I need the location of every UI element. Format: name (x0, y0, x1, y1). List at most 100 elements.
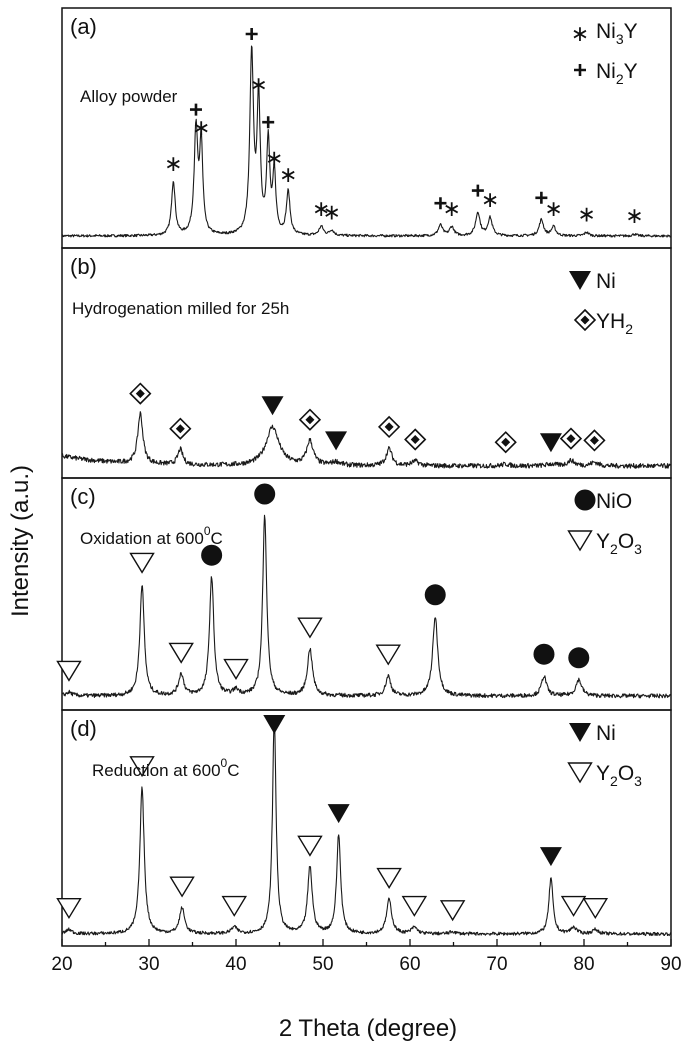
peak-marker: ∗ (312, 196, 330, 221)
xrd-trace (61, 719, 672, 937)
svg-text:∗: ∗ (443, 196, 461, 221)
legend-entry: Ni (596, 270, 616, 293)
peak-marker (471, 184, 484, 197)
peak-marker (56, 898, 82, 920)
legend-entry: Ni (596, 722, 616, 745)
sample-label: Reduction at 6000C (92, 756, 240, 780)
sample-label: Oxidation at 6000C (80, 524, 223, 548)
peak-marker (254, 483, 276, 505)
peak-marker (560, 895, 587, 917)
svg-text:∗: ∗ (544, 196, 562, 221)
legend-marker: ∗ (571, 21, 589, 46)
legend-marker (569, 271, 591, 290)
panel-frame (61, 477, 672, 711)
svg-text:∗: ∗ (481, 187, 499, 212)
peak-marker (401, 895, 428, 917)
sample-label: Hydrogenation milled for 25h (72, 299, 289, 318)
svg-text:∗: ∗ (279, 162, 297, 187)
peak-marker: ∗ (279, 162, 297, 187)
peak-marker (539, 433, 562, 453)
x-tick-label: 60 (399, 954, 420, 975)
peak-marker (201, 544, 223, 566)
peak-marker (169, 417, 192, 440)
x-tick-label: 40 (225, 954, 246, 975)
legend-entry: NiO (596, 490, 632, 513)
svg-text:∗: ∗ (577, 201, 595, 226)
peak-marker (325, 431, 348, 451)
peak-marker: ∗ (577, 201, 595, 226)
x-axis-ticks: 20 30 40 50 60 70 80 90 (51, 939, 682, 975)
peak-marker (327, 804, 350, 824)
peak-marker (221, 895, 248, 917)
peak-marker: ∗ (265, 146, 283, 171)
peak-marker (262, 116, 275, 129)
peak-marker (245, 28, 258, 40)
peak-marker (261, 396, 284, 416)
legend-entry: Ni3Y (596, 20, 638, 47)
svg-text:∗: ∗ (192, 115, 210, 140)
panel-label: (a) (70, 14, 97, 39)
peak-marker: ∗ (192, 115, 210, 140)
x-tick-label: 20 (51, 954, 72, 975)
peak-marker (263, 715, 286, 734)
x-tick-label: 80 (573, 954, 594, 975)
x-tick-label: 30 (138, 954, 159, 975)
peak-marker (129, 756, 155, 778)
legend-marker (569, 723, 591, 742)
peak-marker (297, 617, 323, 639)
peak-marker (494, 431, 517, 454)
peak-marker (434, 197, 447, 210)
x-tick-label: 90 (660, 954, 681, 975)
peak-marker (377, 415, 401, 439)
svg-text:∗: ∗ (312, 196, 330, 221)
peak-marker: ∗ (481, 187, 499, 212)
peak-marker (168, 642, 194, 664)
panel-frame (61, 709, 672, 947)
xrd-trace (61, 514, 672, 699)
y-axis-label: Intensity (a.u.) (7, 465, 34, 617)
peak-marker: ∗ (443, 196, 461, 221)
peak-marker (582, 898, 609, 920)
legend-entry: YH2 (596, 310, 633, 337)
legend-marker (567, 530, 593, 552)
peak-marker (129, 552, 155, 574)
peak-marker: ∗ (164, 151, 182, 176)
sample-label: Alloy powder (80, 87, 178, 106)
svg-text:∗: ∗ (322, 200, 340, 225)
peak-marker (424, 584, 446, 606)
legend-marker (567, 762, 593, 784)
peak-marker (583, 429, 606, 452)
panel-label: (b) (70, 254, 97, 279)
svg-text:∗: ∗ (625, 203, 643, 228)
legend-entry: Ni2Y (596, 60, 638, 87)
peak-marker (297, 835, 323, 857)
peak-marker (189, 103, 202, 116)
svg-text:∗: ∗ (249, 72, 267, 97)
peak-marker (533, 643, 555, 665)
peak-marker (559, 427, 583, 450)
chart-panels: ∗∗∗∗∗∗∗∗∗∗∗∗(a)Alloy powder∗Ni3YNi2Y(b)H… (56, 7, 672, 947)
legend-marker (574, 489, 596, 511)
panel-label: (c) (70, 484, 96, 509)
peak-marker: ∗ (322, 200, 340, 225)
peak-marker: ∗ (249, 72, 267, 97)
peak-marker (439, 900, 466, 922)
x-tick-label: 50 (312, 954, 333, 975)
svg-text:∗: ∗ (571, 21, 589, 46)
panel-c: (c) Oxidation at 6000C NiO Y2O3 (56, 477, 672, 711)
legend-entry: Y2O3 (596, 530, 642, 557)
svg-text:∗: ∗ (164, 151, 182, 176)
x-tick-label: 70 (486, 954, 507, 975)
peak-marker (169, 876, 195, 898)
peak-marker: ∗ (544, 196, 562, 221)
peak-marker (375, 644, 401, 666)
x-axis-label: 2 Theta (degree) (279, 1015, 457, 1042)
legend-marker (573, 308, 597, 332)
peak-marker (129, 382, 152, 405)
peak-marker (223, 658, 249, 680)
peak-marker (404, 428, 427, 451)
